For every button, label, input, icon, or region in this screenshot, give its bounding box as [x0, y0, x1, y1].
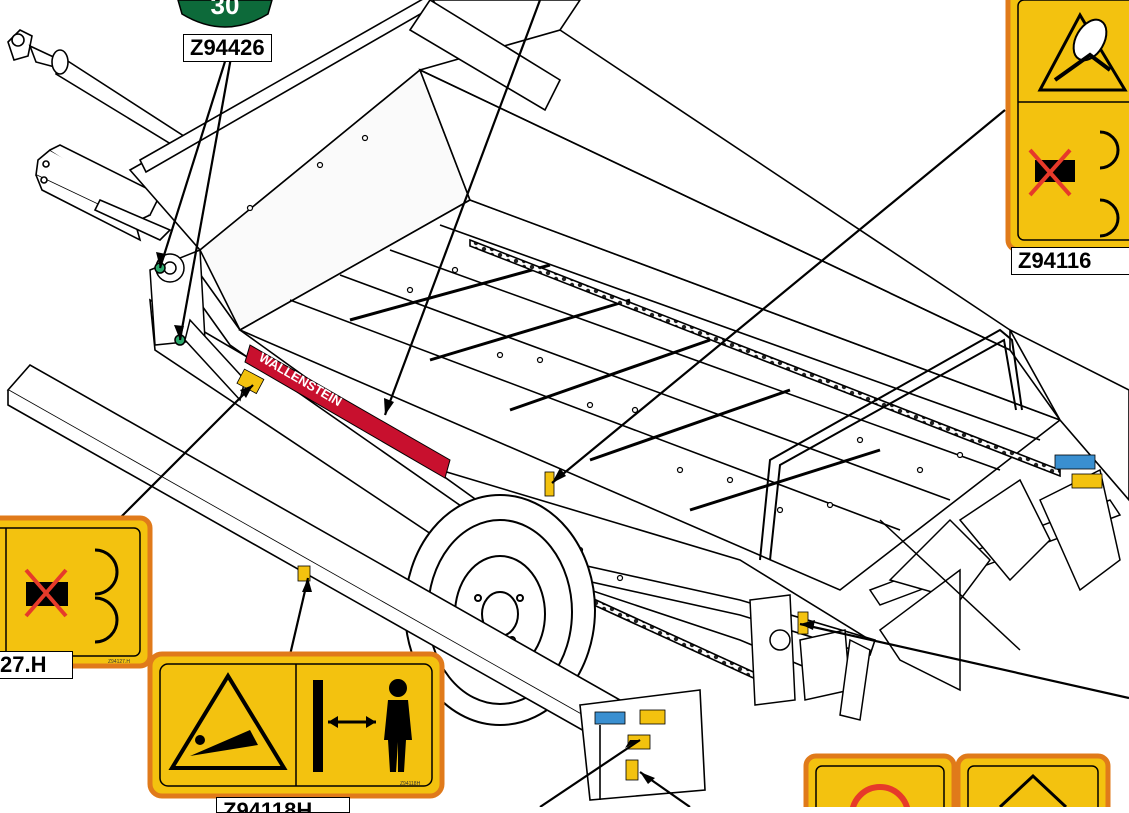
- gearbox: [749, 594, 871, 721]
- decal-bottom-right: [803, 753, 1111, 813]
- speed-value: 30: [211, 0, 240, 20]
- decal-z94118: [147, 651, 445, 799]
- entanglement-hazard-icon: [1037, 11, 1128, 92]
- hopper: [128, 0, 1129, 692]
- front-drive: [149, 248, 246, 402]
- label-z94426: Z94426: [183, 34, 272, 62]
- no-wrench-icon: [849, 784, 911, 813]
- beater-guard: [759, 328, 1023, 561]
- no-hands-rotating-icon: [1028, 130, 1120, 238]
- pto-shaft: [7, 29, 192, 154]
- decal-z94116: [1005, 0, 1129, 253]
- decal-code-z94127: Z94127.H: [108, 659, 130, 665]
- crush-hazard-icon: [168, 672, 288, 770]
- small-decals: [236, 368, 1103, 781]
- decal-z94127: [0, 515, 153, 669]
- label-z94127: 27.H: [0, 651, 73, 679]
- rivets: [246, 134, 964, 582]
- label-z94116: Z94116: [1011, 247, 1129, 275]
- beater: [868, 468, 1122, 692]
- keep-away-icon: [313, 679, 412, 772]
- no-hands-rotating-icon: [24, 548, 119, 644]
- warning-triangle-icon: [998, 773, 1068, 809]
- speed-sign-icon: 30: [177, 0, 273, 28]
- hitch-tongue: [35, 144, 172, 242]
- label-z94118: Z94118H: [216, 797, 350, 813]
- arrowheads: [156, 252, 815, 784]
- decal-code-z94118: Z94118H: [400, 781, 421, 787]
